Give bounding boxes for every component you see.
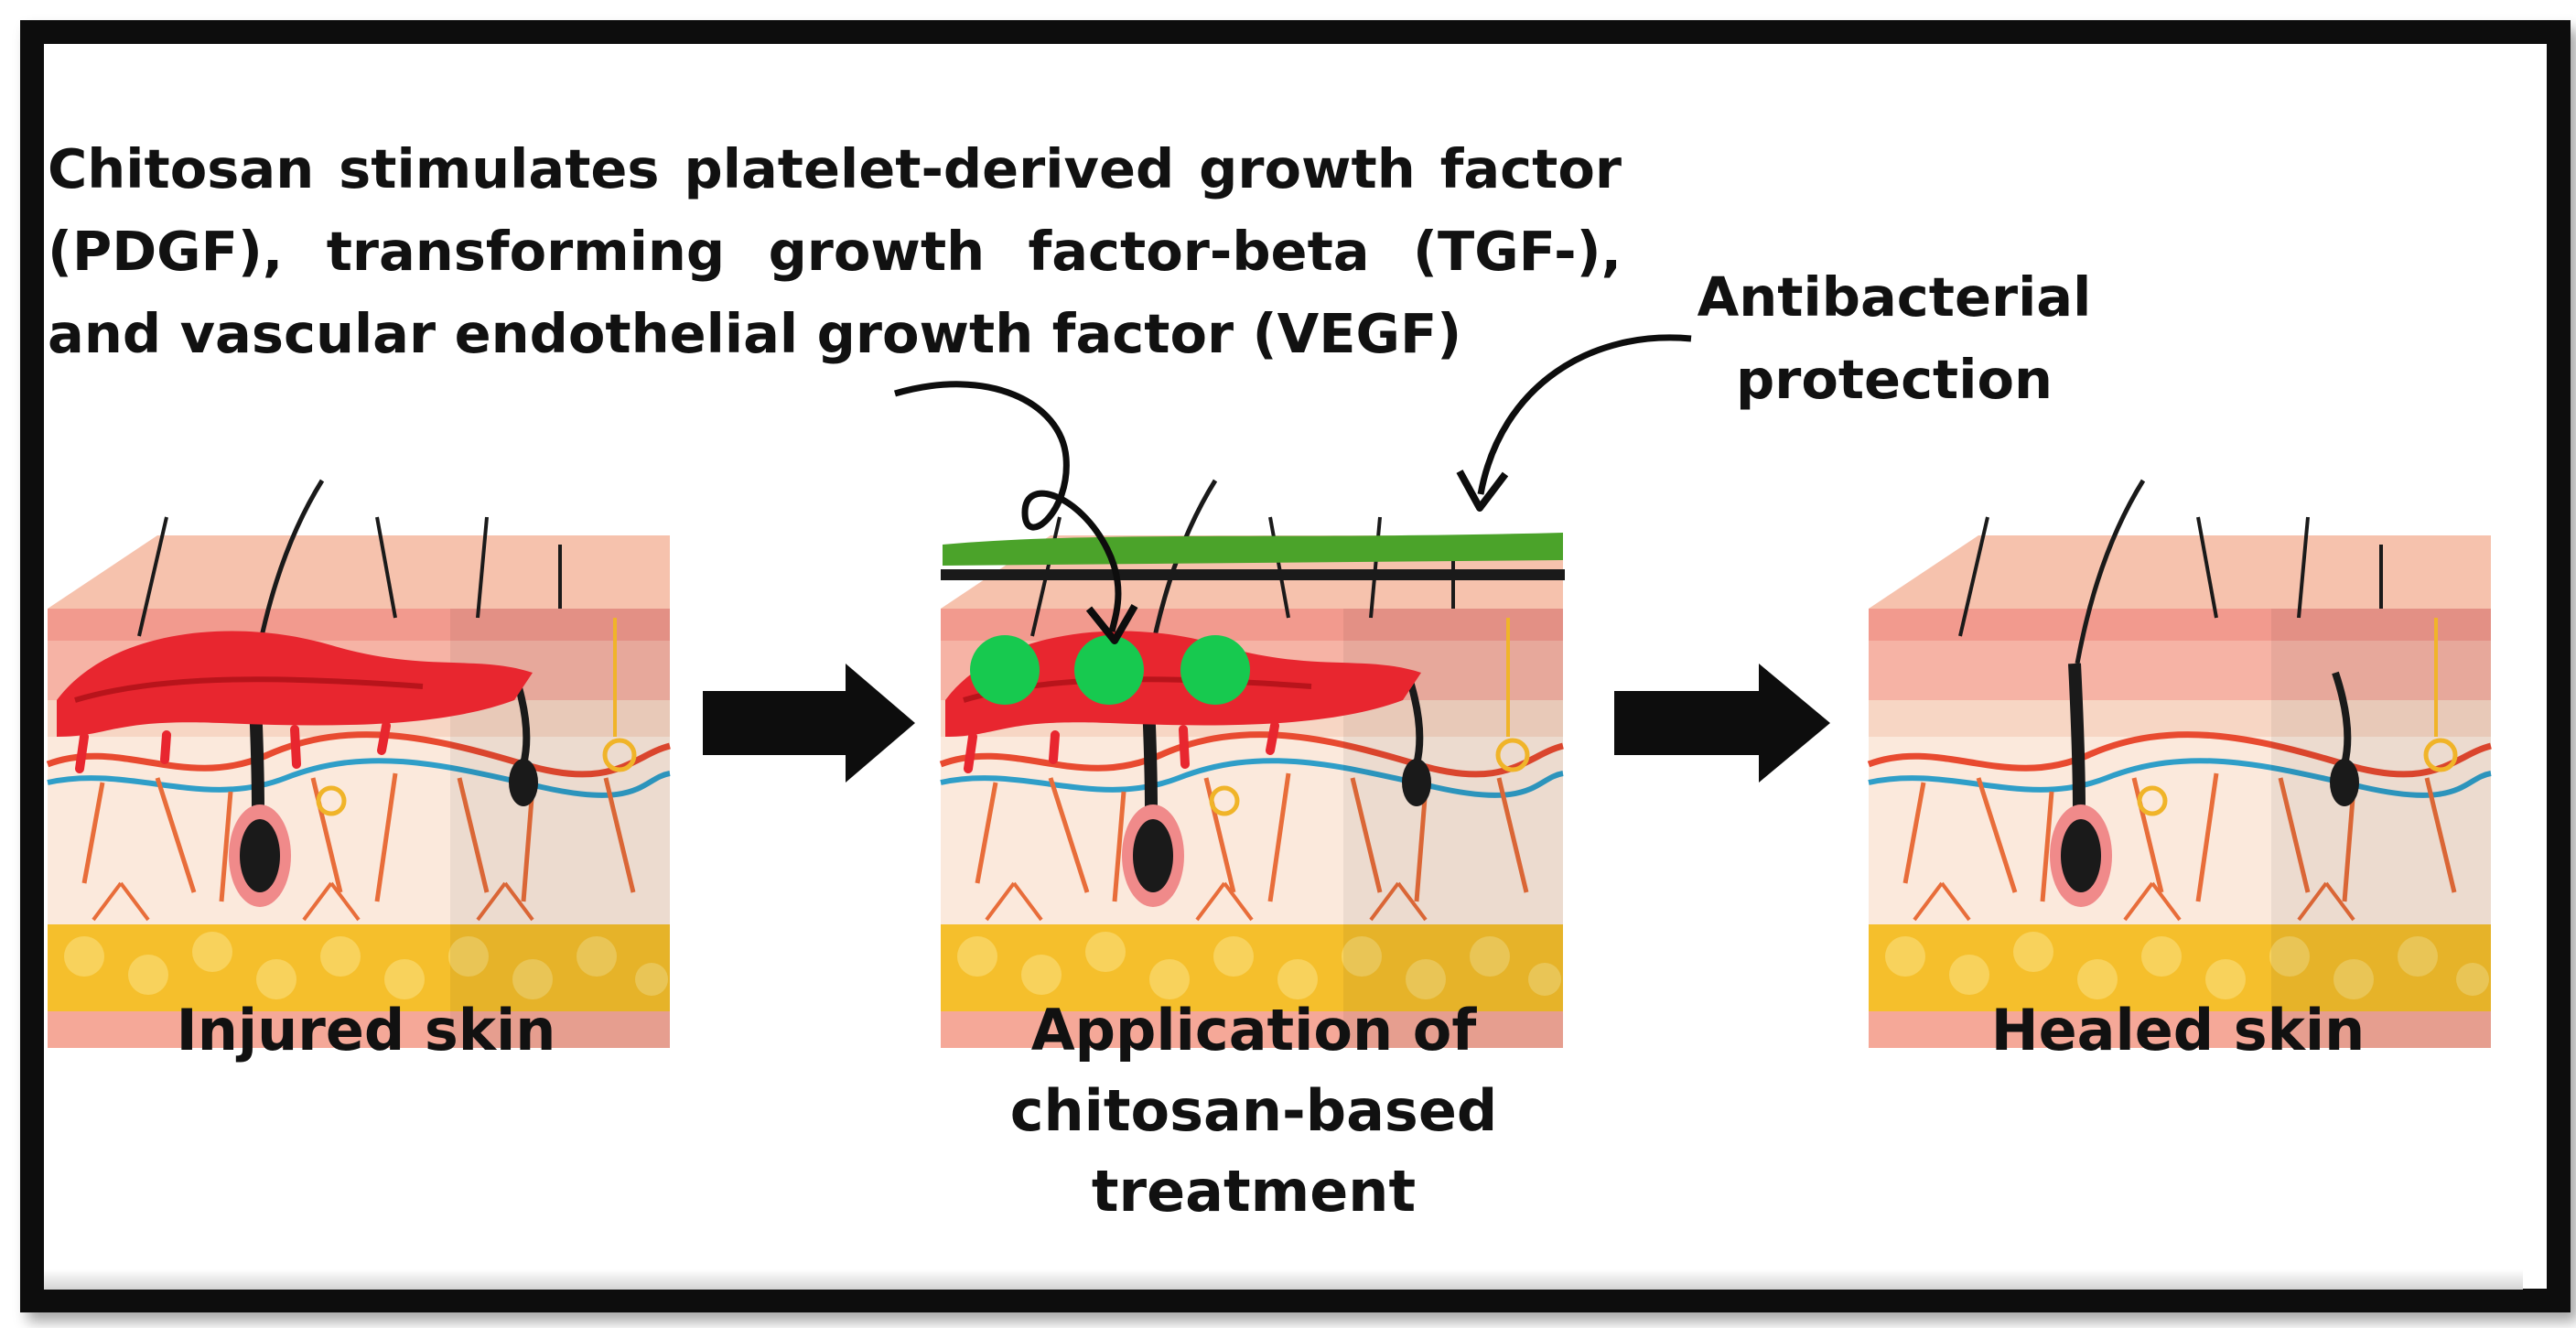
arrow-right-icon bbox=[703, 664, 915, 783]
antibacterial-caption: Antibacterial protection bbox=[1697, 265, 2092, 411]
treated-skin-illustration bbox=[941, 480, 1563, 1048]
growth-factor-caption: Chitosan stimulates platelet-derived gro… bbox=[48, 137, 1622, 365]
healed-skin-label: Healed skin bbox=[1990, 997, 2366, 1063]
injured-skin-illustration bbox=[48, 480, 670, 1048]
healed-skin-illustration bbox=[1869, 480, 2491, 1048]
frame-inner-shadow bbox=[44, 1269, 2523, 1290]
antibacterial-pointer bbox=[1477, 334, 1692, 495]
chitosan-dot bbox=[1074, 635, 1144, 705]
injured-skin-label: Injured skin bbox=[176, 997, 556, 1063]
growth-factor-pointer bbox=[894, 381, 1122, 632]
chitosan-particles bbox=[970, 635, 1250, 705]
treatment-label: Application of chitosan-based treatment bbox=[1009, 997, 1498, 1225]
arrow-right-icon bbox=[1614, 664, 1830, 783]
chitosan-dot bbox=[970, 635, 1040, 705]
chitosan-dot bbox=[1180, 635, 1250, 705]
antibacterial-film bbox=[941, 533, 1565, 580]
